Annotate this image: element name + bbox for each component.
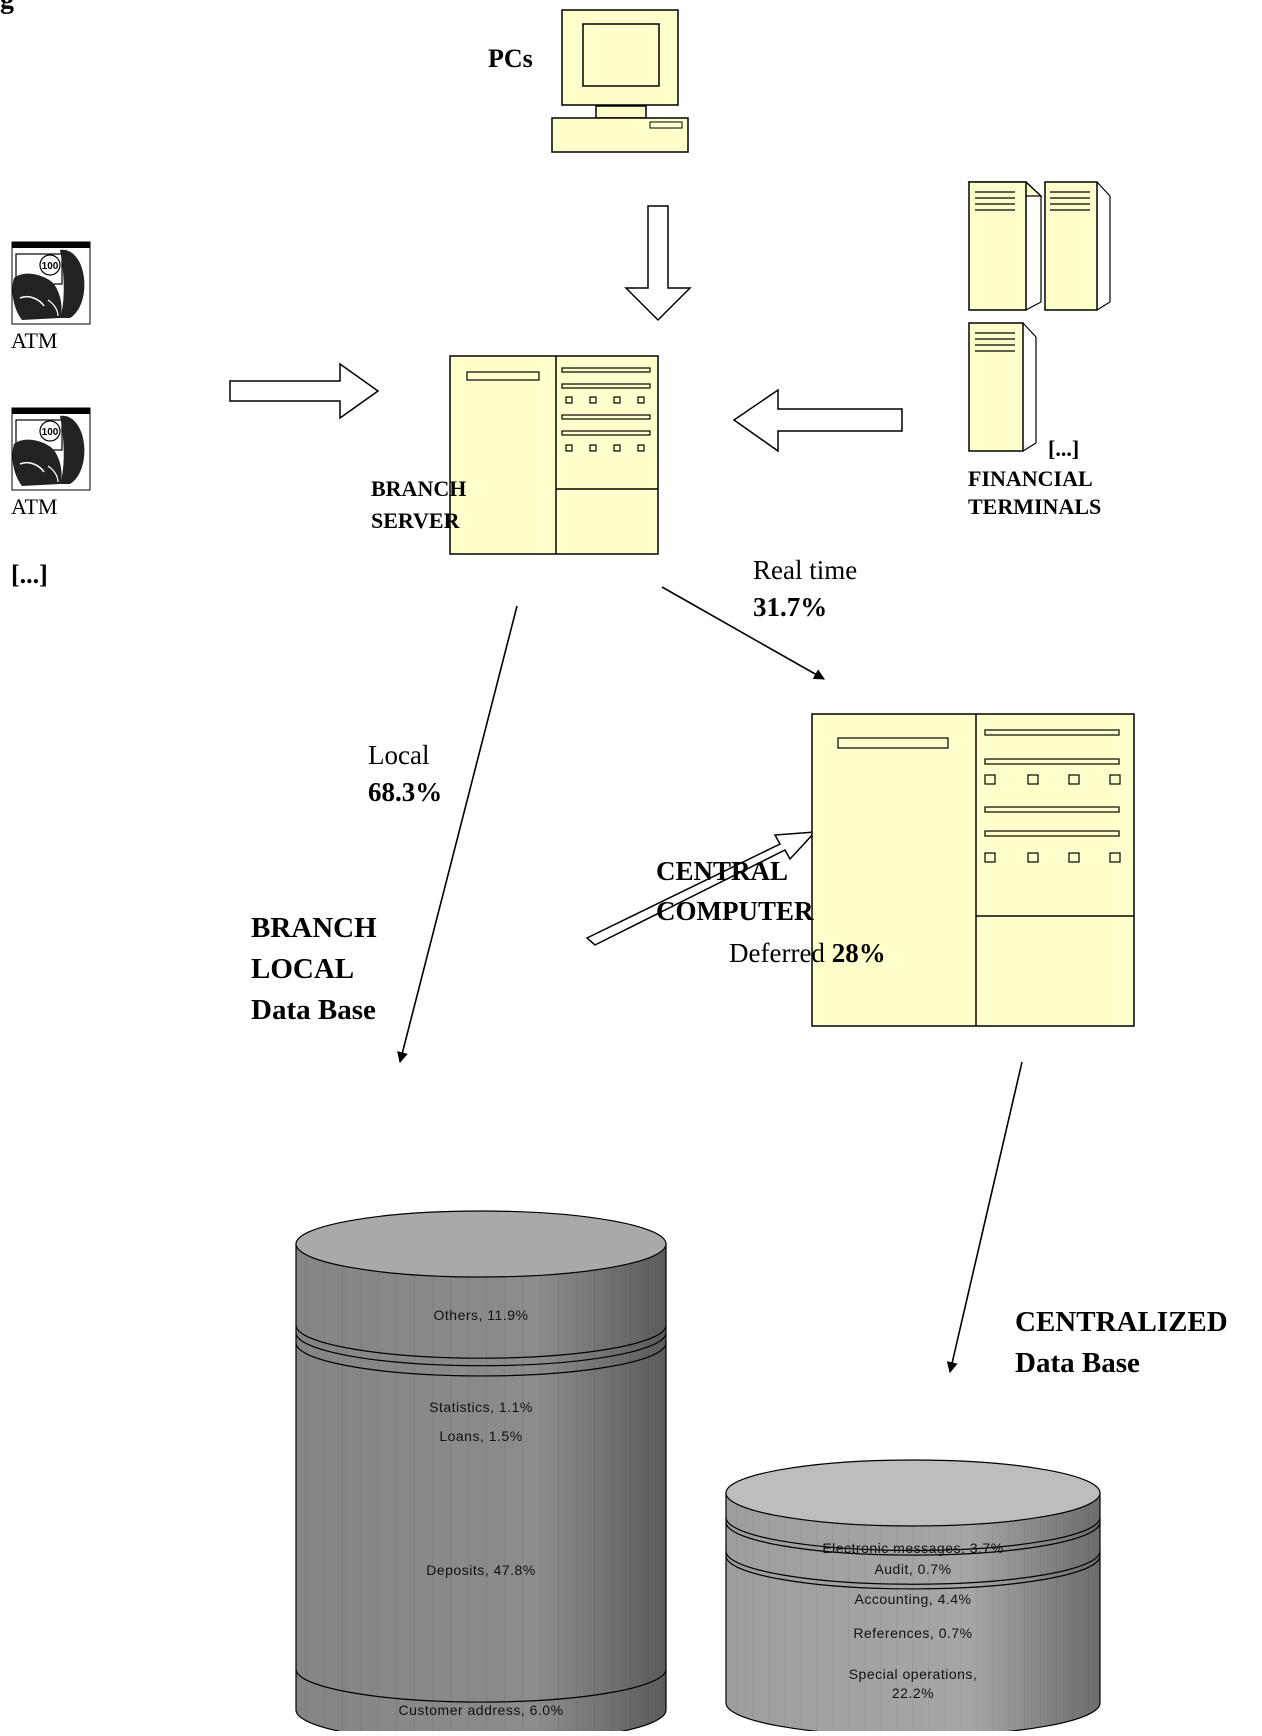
financial-terminals-label-line1: FINANCIAL: [968, 466, 1093, 491]
centralized-db-segment-label: References, 0.7%: [853, 1625, 973, 1641]
central-computer-label-line1: CENTRAL: [656, 856, 789, 886]
centralized-db-segment-label: Audit, 0.7%: [874, 1561, 952, 1577]
segment-boundary: [295, 1332, 667, 1367]
segment-boundary: [295, 1669, 667, 1703]
atm-ellipsis: [...]: [11, 560, 48, 589]
local-label: Local: [368, 740, 430, 770]
deferred-value: 28%: [831, 938, 886, 968]
atm-note-value: 100: [42, 427, 59, 438]
segment-boundary: [725, 1522, 1101, 1556]
pcs-label: PCs: [488, 44, 533, 73]
centralized-db-title-line1: CENTRALIZED: [1015, 1306, 1228, 1338]
financial-terminals-label-line2: TERMINALS: [968, 494, 1102, 519]
branch-server-label-line1: BRANCH: [371, 476, 467, 501]
centralized-db-segment-label: Electronic messages, 3.7%: [822, 1540, 1004, 1556]
central-to-db-arrow: [946, 1061, 1023, 1374]
financial-terminals-icon: [967, 181, 1111, 452]
atm-icon: 100: [11, 241, 91, 325]
deferred-flow-label: Deferred 28%: [729, 938, 886, 969]
real-time-value: 31.7%: [753, 592, 828, 622]
centralized-database-cylinder: [725, 1459, 1101, 1736]
atm-note-value: 100: [42, 261, 59, 272]
branch-server-icon: [449, 355, 659, 555]
terminals-to-server-arrow: [732, 388, 903, 453]
branch-db-segment-label: Loans, 1.5%: [439, 1428, 523, 1444]
branch-db-segment-label: Statistics, 1.1%: [429, 1399, 533, 1415]
branch-db-segment-label: Customer address, 6.0%: [398, 1702, 564, 1718]
centralized-db-segment-label: Special operations, 22.2%: [848, 1666, 978, 1701]
branch-server-label-line2: SERVER: [371, 508, 460, 533]
local-value: 68.3%: [368, 777, 443, 807]
branch-db-title-line3: Data Base: [251, 994, 376, 1026]
branch-db-segment-label: Deposits, 47.8%: [426, 1562, 536, 1578]
deferred-arrow: [585, 831, 817, 946]
segment-boundary: [295, 1325, 667, 1359]
centralized-db-title-line2: Data Base: [1015, 1347, 1140, 1379]
atm-label: ATM: [11, 328, 58, 353]
segment-boundary: [725, 1555, 1101, 1590]
pc-to-server-arrow: [624, 205, 692, 322]
segment-boundary: [725, 1517, 1101, 1552]
page-heading-fragment: g: [0, 0, 14, 16]
deferred-label: Deferred: [729, 938, 825, 968]
real-time-label: Real time: [753, 555, 858, 585]
segment-boundary: [725, 1551, 1101, 1585]
branch-db-segment-label: Others, 11.9%: [433, 1307, 529, 1323]
branch-db-title-line2: LOCAL: [251, 953, 355, 985]
central-computer-label-line2: COMPUTER: [656, 896, 814, 926]
real-time-arrow: [661, 586, 825, 680]
branch-db-title-line1: BRANCH: [251, 912, 377, 944]
centralized-db-segment-label: Accounting, 4.4%: [854, 1591, 972, 1607]
central-computer-icon: [811, 713, 1135, 1027]
atm-label: ATM: [11, 494, 58, 519]
pc-icon: [551, 9, 689, 153]
branch-local-database-cylinder: [295, 1210, 667, 1736]
segment-boundary: [295, 1342, 667, 1377]
atm-icon: 100: [11, 407, 91, 491]
atm-to-server-arrow: [229, 362, 380, 420]
local-arrow: [397, 605, 518, 1064]
terminals-ellipsis: [...]: [1048, 436, 1080, 461]
